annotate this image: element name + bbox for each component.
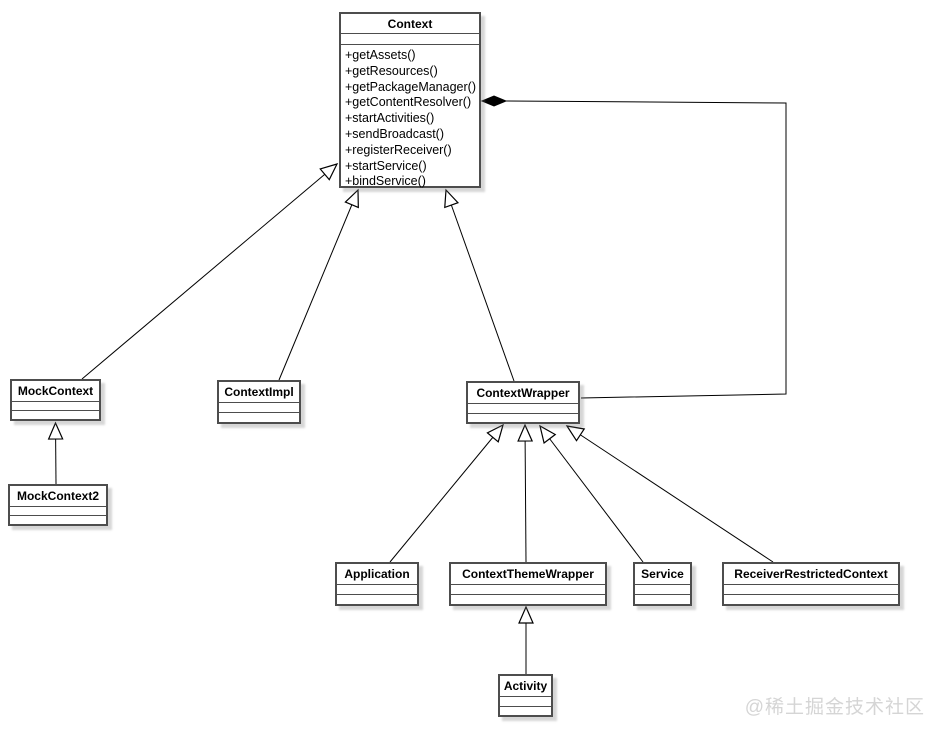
class-box-application: Application [335, 562, 419, 606]
watermark-text: @稀土掘金技术社区 [744, 697, 925, 718]
attributes-compartment [219, 403, 299, 413]
class-title: ReceiverRestrictedContext [724, 564, 898, 585]
method-item: +registerReceiver() [345, 142, 452, 157]
class-box-activity: Activity [498, 674, 553, 717]
class-title: MockContext [12, 381, 99, 402]
edge-context-aggregation-contextwrapper [505, 100, 787, 399]
method-item: +sendBroadcast() [345, 126, 445, 141]
methods-compartment [468, 414, 578, 423]
methods-compartment [10, 516, 106, 524]
class-box-contextwrapper: ContextWrapper [466, 381, 580, 424]
attributes-compartment [12, 402, 99, 411]
edge-receiverrestrictedcontext-to-contextwrapper [565, 425, 774, 563]
methods-compartment [219, 413, 299, 422]
attributes-compartment [500, 697, 551, 707]
method-item: +getPackageManager() [345, 79, 476, 94]
method-item: +getContentResolver() [345, 95, 472, 110]
methods-compartment [337, 595, 417, 604]
edge-contextimpl-to-context [278, 188, 359, 381]
method-item: +getResources() [345, 63, 438, 78]
class-title: MockContext2 [10, 486, 106, 507]
class-title: Activity [500, 676, 551, 697]
methods-compartment: +getAssets() +getResources() +getPackage… [341, 45, 479, 190]
attributes-compartment [724, 585, 898, 595]
method-item: +startActivities() [345, 111, 435, 126]
class-title: ContextImpl [219, 382, 299, 403]
attributes-compartment [10, 507, 106, 516]
class-title: ContextWrapper [468, 383, 578, 404]
edge-service-to-contextwrapper [539, 424, 644, 563]
class-box-receiverrestrictedcontext: ReceiverRestrictedContext [722, 562, 900, 606]
attributes-compartment [337, 585, 417, 595]
class-box-contextimpl: ContextImpl [217, 380, 301, 424]
class-title: Application [337, 564, 417, 585]
method-item: +startService() [345, 158, 427, 173]
edge-application-to-contextwrapper [389, 423, 504, 563]
attributes-compartment [341, 34, 479, 45]
edge-mockcontext-to-context [81, 163, 339, 380]
attributes-compartment [451, 585, 605, 595]
methods-compartment [12, 411, 99, 419]
attributes-compartment [635, 585, 690, 595]
class-title: Context [341, 14, 479, 34]
class-box-context: Context +getAssets() +getResources() +ge… [339, 12, 481, 188]
edge-mockcontext2-to-mockcontext [47, 421, 64, 485]
methods-compartment [451, 595, 605, 604]
methods-compartment [635, 595, 690, 604]
class-box-service: Service [633, 562, 692, 606]
edge-contextthemewrapper-to-contextwrapper [517, 423, 534, 563]
methods-compartment [724, 595, 898, 604]
class-title: Service [635, 564, 690, 585]
attributes-compartment [468, 404, 578, 414]
edge-contextwrapper-to-context [444, 188, 515, 382]
method-item: +getAssets() [345, 48, 416, 62]
class-title: ContextThemeWrapper [451, 564, 605, 585]
class-box-mockcontext2: MockContext2 [8, 484, 108, 526]
methods-compartment [500, 707, 551, 716]
aggregation-diamond-icon [480, 95, 508, 107]
class-box-contextthemewrapper: ContextThemeWrapper [449, 562, 607, 606]
class-box-mockcontext: MockContext [10, 379, 101, 421]
method-item: +bindService() [345, 174, 426, 189]
